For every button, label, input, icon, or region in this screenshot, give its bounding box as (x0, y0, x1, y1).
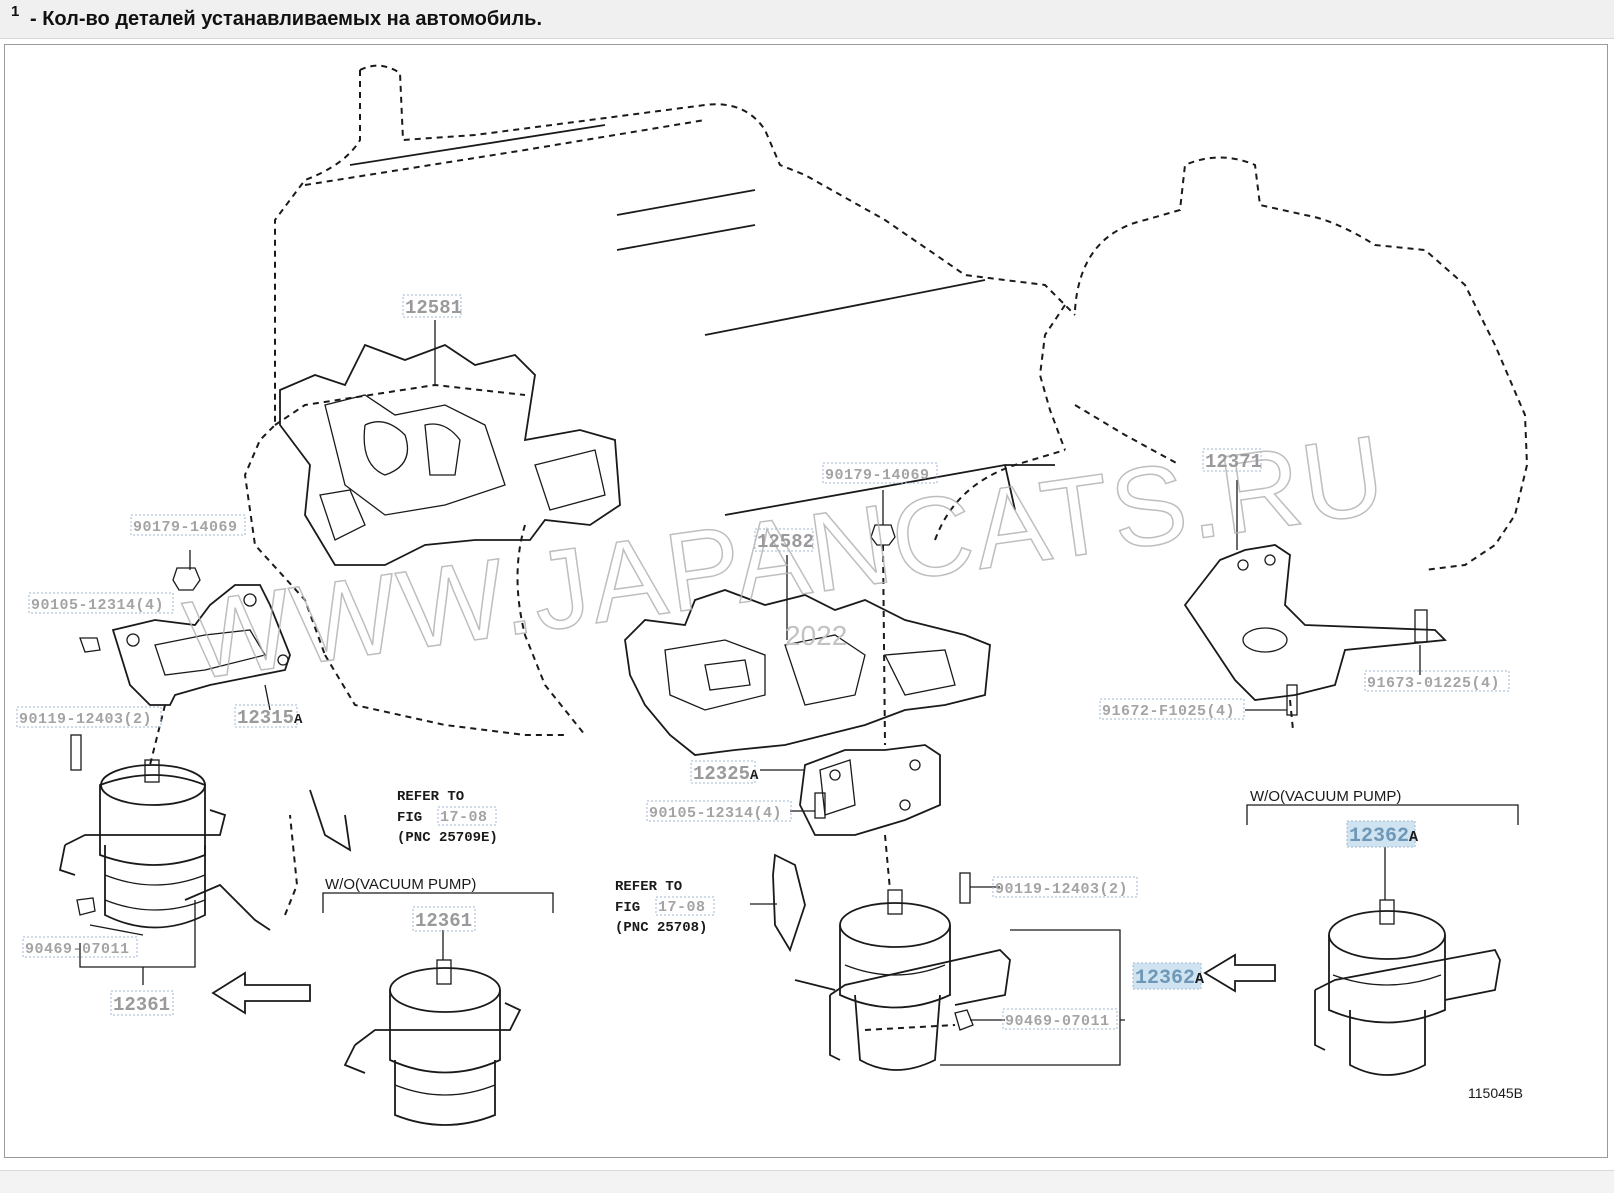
bracket-12371-drawing (1183, 544, 1447, 701)
part-label-12315[interactable]: 12315A (237, 707, 303, 729)
part-label-90119-left[interactable]: 90119-12403(2) (19, 711, 152, 728)
refer-note-left: REFER TO FIG 17-08 (PNC 25709E) (397, 789, 498, 846)
refer-note-right: REFER TO FIG 17-08 (PNC 25708) (615, 879, 715, 936)
fasteners-drawing (70, 524, 1428, 1031)
arrow-left-icon (211, 971, 311, 1015)
refer-fig-link-left[interactable]: 17-08 (440, 809, 488, 826)
part-label-12371[interactable]: 12371 (1205, 451, 1262, 473)
engine-mount-12361-variant-drawing (343, 959, 522, 1126)
direction-arrows (211, 953, 1276, 1015)
part-label-90119-center[interactable]: 90119-12403(2) (995, 881, 1128, 898)
leader-lines (79, 320, 1421, 1066)
part-label-90105-left[interactable]: 90105-12314(4) (31, 597, 164, 614)
part-label-90179-center[interactable]: 90179-14069 (825, 467, 930, 484)
svg-text:(PNC 25708): (PNC 25708) (615, 920, 707, 936)
part-label-12361-main[interactable]: 12361 (113, 994, 170, 1016)
bracket-12325-drawing (799, 744, 941, 836)
engine-mount-12361-main-drawing (58, 759, 271, 931)
svg-text:REFER TO: REFER TO (397, 789, 464, 805)
part-label-12362-variant[interactable]: 12362A (1349, 825, 1418, 848)
part-label-12325[interactable]: 12325A (693, 763, 759, 785)
part-label-90179-left[interactable]: 90179-14069 (133, 519, 238, 536)
part-label-12581[interactable]: 12581 (405, 297, 462, 319)
quantity-note: - Кол-во деталей устанавливаемых на авто… (30, 8, 543, 30)
bottom-bar (0, 1170, 1614, 1193)
parts-diagram: WWW.JAPANCATS.RU 2022 12581 12582 12371 … (16, 64, 1529, 1126)
variant-title-right: W/O(VACUUM PUMP) (1250, 788, 1401, 805)
bracket-12315-drawing (111, 584, 291, 706)
engine-mount-12362-variant-drawing (1314, 899, 1501, 1076)
heat-insulator-12581-drawing (279, 343, 621, 566)
refer-parts-drawing (309, 789, 806, 953)
variant-title-left: W/O(VACUUM PUMP) (325, 876, 476, 893)
variant-brackets (322, 804, 1519, 913)
svg-text:(PNC 25709E): (PNC 25709E) (397, 830, 498, 846)
part-label-12582[interactable]: 12582 (757, 531, 814, 553)
svg-text:FIG: FIG (397, 810, 422, 826)
arrow-left-icon-2 (1203, 953, 1276, 993)
engine-detail-lines (349, 124, 1055, 516)
svg-text:FIG: FIG (615, 900, 640, 916)
part-label-91673[interactable]: 91673-01225(4) (1367, 675, 1500, 692)
parts-diagram-frame: WWW.JAPANCATS.RU 2022 12581 12582 12371 … (4, 44, 1608, 1158)
part-label-12362-main[interactable]: 12362A (1135, 967, 1204, 990)
engine-outline (243, 64, 1076, 736)
figure-code: 115045B (1468, 1085, 1523, 1101)
watermark-year: 2022 (785, 620, 847, 651)
transmission-outline (1038, 156, 1529, 571)
part-label-12361-variant[interactable]: 12361 (415, 910, 472, 932)
part-label-91672[interactable]: 91672-F1025(4) (1102, 703, 1235, 720)
footnote-marker: 1 (11, 3, 20, 20)
assembly-guide-lines (149, 544, 1294, 1031)
part-label-90469-center[interactable]: 90469-07011 (1005, 1013, 1110, 1030)
part-label-90105-center[interactable]: 90105-12314(4) (649, 805, 782, 822)
heat-insulator-12582-drawing (624, 589, 991, 756)
part-label-90469-left[interactable]: 90469-07011 (25, 941, 130, 958)
diagram-header: 1 - Кол-во деталей устанавливаемых на ав… (0, 0, 1614, 39)
refer-fig-link-right[interactable]: 17-08 (658, 899, 706, 916)
svg-text:REFER TO: REFER TO (615, 879, 682, 895)
engine-mount-12362-main-drawing (794, 889, 1011, 1071)
